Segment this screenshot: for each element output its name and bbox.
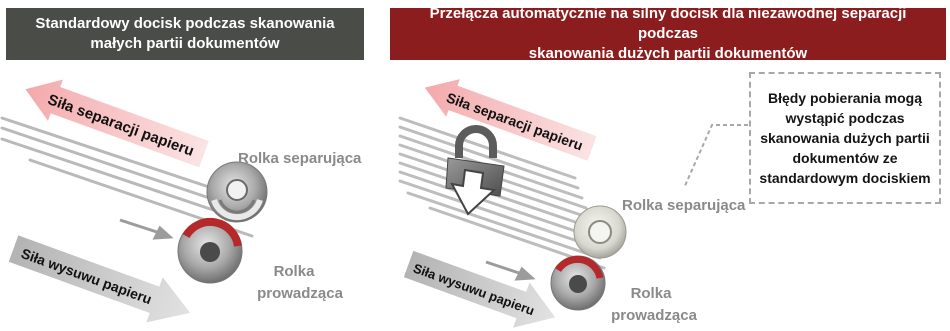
- left-diagram: Siła separacji papieru Siła wysuwu papie…: [0, 79, 362, 323]
- left-feed-force-label: Siła wysuwu papieru: [19, 245, 154, 307]
- left-pick-roller-label-line2: prowadząca: [257, 285, 344, 302]
- right-pick-roller-label-line1: Rolka: [631, 285, 673, 302]
- left-small-feed-arrow: [119, 218, 174, 240]
- left-pick-roller: [177, 217, 243, 284]
- right-pick-roller-label-line2: prowadząca: [611, 307, 698, 324]
- right-feed-force-arrow: Siła wysuwu papieru: [403, 250, 556, 328]
- header-standard-pressure: Standardowy docisk podczas skanowania ma…: [6, 8, 364, 60]
- right-diagram: Siła separacji papieru Siła wysuwu papie…: [398, 79, 748, 328]
- right-separation-roller: [573, 205, 627, 259]
- left-pick-roller-label-line1: Rolka: [274, 263, 316, 280]
- header-strong-pressure: Przełącza automatycznie na silny docisk …: [390, 5, 946, 62]
- header-left-line2: małych partii dokumentów: [90, 35, 280, 52]
- right-small-feed-arrow: [485, 260, 536, 281]
- right-pick-roller: [550, 255, 606, 311]
- header-right-line1: Przełącza automatycznie na silny docisk …: [429, 5, 907, 42]
- callout-text: Błędy pobierania mogą wystąpić podczas s…: [759, 90, 931, 186]
- callout-misfeed-warning: Błędy pobierania mogą wystąpić podczas s…: [749, 72, 941, 204]
- right-separation-force-label: Siła separacji papieru: [444, 89, 585, 153]
- callout-leader-line: [683, 124, 748, 189]
- right-separation-roller-label: Rolka separująca: [622, 197, 746, 214]
- heavy-weight-lock-icon: [445, 125, 505, 216]
- left-feed-force-arrow: Siła wysuwu papieru: [8, 235, 191, 323]
- left-separation-roller: [206, 161, 268, 223]
- header-right-line2: skanowania dużych partii dokumentów: [528, 45, 808, 62]
- left-separation-force-arrow: Siła separacji papieru: [25, 79, 209, 168]
- left-separation-roller-label: Rolka separująca: [238, 150, 362, 167]
- header-left-line1: Standardowy docisk podczas skanowania: [35, 15, 335, 32]
